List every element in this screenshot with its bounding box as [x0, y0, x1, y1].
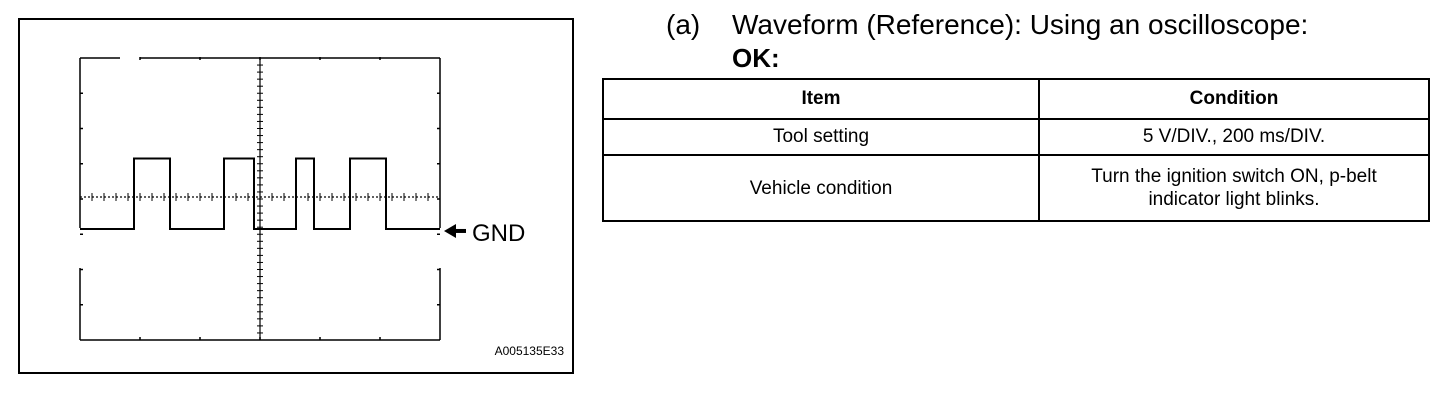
- table-row: Tool setting 5 V/DIV., 200 ms/DIV.: [602, 118, 1430, 156]
- row-condition: 5 V/DIV., 200 ms/DIV.: [1038, 118, 1430, 156]
- condition-line: 5 V/DIV., 200 ms/DIV.: [1142, 126, 1326, 147]
- condition-line: indicator light blinks.: [1148, 189, 1320, 210]
- ok-label: OK:: [732, 43, 780, 73]
- table-row: Vehicle condition Turn the ignition swit…: [602, 154, 1430, 222]
- header-item: Item: [602, 78, 1040, 120]
- row-item: Tool setting: [602, 118, 1040, 156]
- spec-table: Item Condition Tool setting 5 V/DIV., 20…: [602, 78, 1430, 222]
- gnd-label: GND: [472, 220, 526, 247]
- step-title: Waveform (Reference): Using an oscillosc…: [732, 9, 1309, 40]
- table-header-row: Item Condition: [602, 78, 1430, 120]
- row-item: Vehicle condition: [602, 154, 1040, 222]
- square-waveform: [80, 157, 440, 230]
- step-heading: (a) Waveform (Reference): Using an oscill…: [666, 8, 1308, 42]
- step-marker: (a): [666, 9, 701, 40]
- header-condition: Condition: [1038, 78, 1430, 120]
- gnd-arrow-icon: [444, 223, 456, 238]
- condition-line: Turn the ignition switch ON, p-belt: [1091, 166, 1377, 187]
- figure-id: A005135E33: [494, 344, 564, 358]
- row-condition: Turn the ignition switch ON, p-belt indi…: [1038, 154, 1430, 222]
- oscilloscope-grid: [79, 57, 466, 341]
- waveform-figure: A005135E33: [18, 18, 574, 374]
